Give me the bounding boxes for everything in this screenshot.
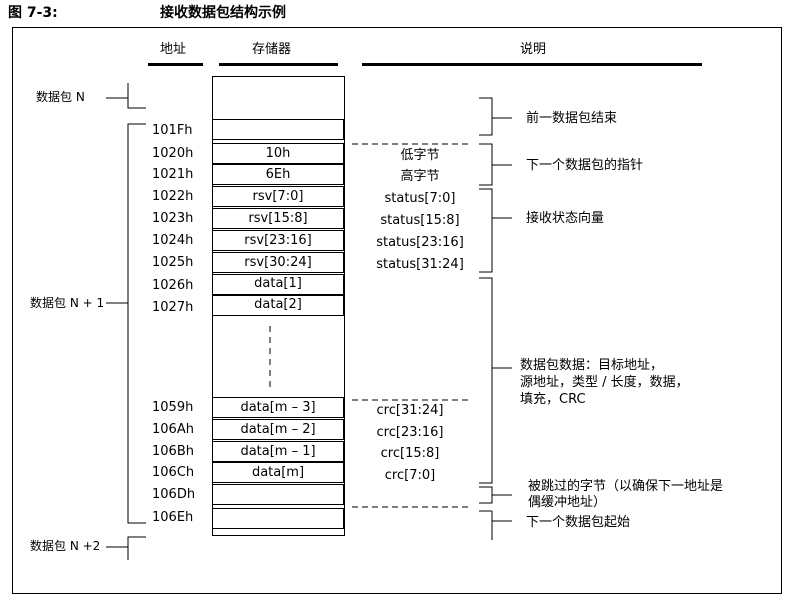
packet-n1-label: 数据包 N + 1 [30,296,105,310]
bracket-data [479,277,512,484]
addr-label: 1020h [152,146,194,161]
desc-crc: crc[15:8] [380,446,440,461]
mem-cell-106E [212,508,344,529]
mem-cell-1027 [212,295,344,316]
desc-status: status[23:16] [376,235,464,250]
addr-label: 106Ah [152,422,194,437]
mem-value: data[m – 1] [240,444,316,459]
mem-cell-1022 [212,186,344,207]
desc-crc: crc[31:24] [376,403,444,418]
mem-value: data[m – 2] [240,422,316,437]
mem-cell-1023 [212,208,344,229]
desc-status: status[15:8] [380,213,460,228]
addr-label: 1024h [152,233,194,248]
bracket-prev-end [479,97,512,136]
header-memory: 存储器 [252,42,292,57]
mem-value: rsv[7:0] [252,189,304,204]
mem-value: data[2] [254,297,302,312]
addr-label: 1027h [152,300,194,315]
desc-high-byte: 高字节 [400,169,440,184]
desc-status: status[31:24] [376,257,464,272]
desc-crc: crc[7:0] [384,468,436,483]
note-next-pointer: 下一个数据包的指针 [526,158,644,173]
mem-value: rsv[23:16] [244,233,312,248]
packet-n1-bracket [106,123,146,524]
addr-label: 106Ch [152,465,195,480]
addr-label: 1059h [152,400,194,415]
note-skipped-line1: 被跳过的字节（以确保下一地址是 [528,479,724,494]
addr-label: 106Eh [152,510,194,525]
mem-value: 10h [265,146,291,161]
packet-n2-label: 数据包 N +2 [30,539,101,553]
header-address-rule [148,63,203,66]
mem-cell-1059 [212,397,344,418]
mem-value: 6Eh [265,167,291,182]
note-status-vector: 接收状态向量 [526,211,605,226]
header-address: 地址 [160,42,187,57]
note-data-line2: 源地址，类型 / 长度，数据， [520,375,689,390]
mem-cell-101F [212,119,344,140]
packet-n-label: 数据包 N [36,90,85,104]
mem-cell-1024 [212,230,344,251]
bracket-next-ptr [479,143,512,186]
desc-crc: crc[23:16] [376,425,444,440]
addr-label: 1021h [152,167,194,182]
addr-label: 1022h [152,189,194,204]
figure-frame [12,27,782,594]
desc-low-byte: 低字节 [400,148,440,163]
mem-cell-1020 [212,143,344,164]
addr-label: 1023h [152,211,194,226]
mem-value: rsv[15:8] [248,211,308,226]
packet-n2-bracket [106,536,146,560]
mem-cell-1025 [212,252,344,273]
mem-cell-106C [212,462,344,483]
mem-value: data[1] [254,276,302,291]
figure-title: 接收数据包结构示例 [160,5,286,21]
mem-cell-106D [212,484,344,505]
note-skipped-line2: 偶缓冲地址） [528,495,607,510]
note-prev-end: 前一数据包结束 [526,111,618,126]
mem-value: data[m – 3] [240,400,316,415]
mem-value: rsv[30:24] [244,255,312,270]
header-memory-rule [219,63,338,66]
bracket-status [479,188,512,273]
bracket-skipped [479,486,512,504]
note-data-line1: 数据包数据：目标地址， [520,358,664,373]
note-next-start: 下一个数据包起始 [526,515,631,530]
mem-cell-106B [212,441,344,462]
desc-status: status[7:0] [384,191,456,206]
mem-cell-106A [212,419,344,440]
header-description: 说明 [520,42,547,57]
addr-label: 106Dh [152,487,196,502]
note-data-line3: 填充，CRC [520,392,586,407]
mem-cell-1026 [212,274,344,295]
addr-label: 1026h [152,278,194,293]
addr-label: 106Bh [152,444,194,459]
addr-label: 101Fh [152,123,193,138]
figure-label: 图 7-3: [8,5,58,21]
mem-value: data[m] [251,465,305,480]
header-description-rule [362,63,702,66]
mem-cell-1021 [212,164,344,185]
addr-label: 1025h [152,255,194,270]
packet-n-bracket [106,83,146,109]
bracket-next-start [479,510,512,540]
